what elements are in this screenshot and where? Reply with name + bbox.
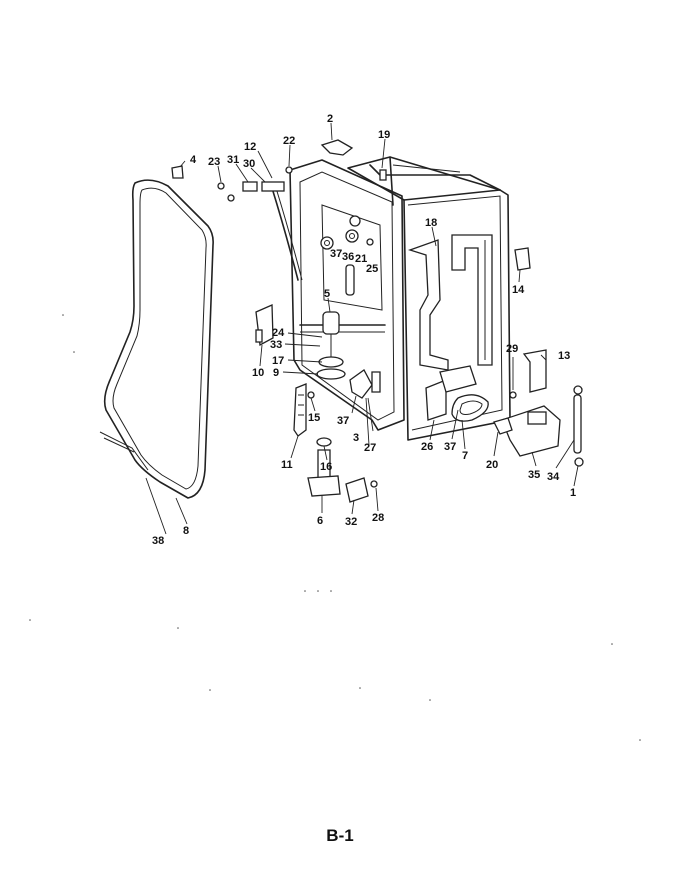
callout-14: 14 [512,284,525,296]
callout-5: 5 [324,288,330,300]
callout-6: 6 [317,515,323,527]
callout-20: 20 [486,459,498,471]
callout-38: 38 [152,535,164,547]
callout-28: 28 [372,512,384,524]
callout-34: 34 [547,471,560,483]
callout-26: 26 [421,441,433,453]
callout-19: 19 [378,129,390,141]
bottom-hinge-parts [307,437,378,503]
callout-10: 10 [252,367,264,379]
callout-27: 27 [364,442,376,454]
callout-17: 17 [272,355,284,367]
callout-16: 16 [320,461,332,473]
callout-15: 15 [308,412,320,424]
callout-24: 24 [272,327,285,339]
callout-4: 4 [190,154,197,166]
door-gasket [99,179,214,499]
callout-30: 30 [243,158,255,170]
callout-35: 35 [528,469,540,481]
callout-31: 31 [227,154,239,166]
callout-11: 11 [281,459,293,471]
right-side-parts [425,247,584,467]
leader-lines [145,122,579,535]
callout-labels: 4 2 19 12 22 23 31 30 18 37 36 21 25 14 … [152,113,576,547]
callout-13: 13 [558,350,570,362]
callout-8: 8 [183,525,189,537]
callout-2: 2 [327,113,333,125]
callout-29: 29 [506,343,518,355]
callout-23: 23 [208,156,220,168]
callout-22: 22 [283,135,295,147]
callout-1: 1 [570,487,576,499]
callout-21: 21 [355,253,367,265]
callout-25: 25 [366,263,378,275]
page-number: B-1 [326,826,354,845]
callout-36: 36 [342,251,354,263]
callout-33: 33 [270,339,282,351]
scan-specks [29,314,641,741]
callout-18: 18 [425,217,437,229]
callout-32: 32 [345,516,357,528]
callout-12: 12 [244,141,256,153]
tub-cabinet [347,156,511,441]
callout-37-mid: 37 [337,415,349,427]
callout-37-right: 37 [444,441,456,453]
callout-37-top: 37 [330,248,342,260]
front-frame [289,159,405,431]
top-hardware [171,139,387,281]
callout-7: 7 [462,450,468,462]
callout-3: 3 [353,432,359,444]
callout-9: 9 [273,367,279,379]
